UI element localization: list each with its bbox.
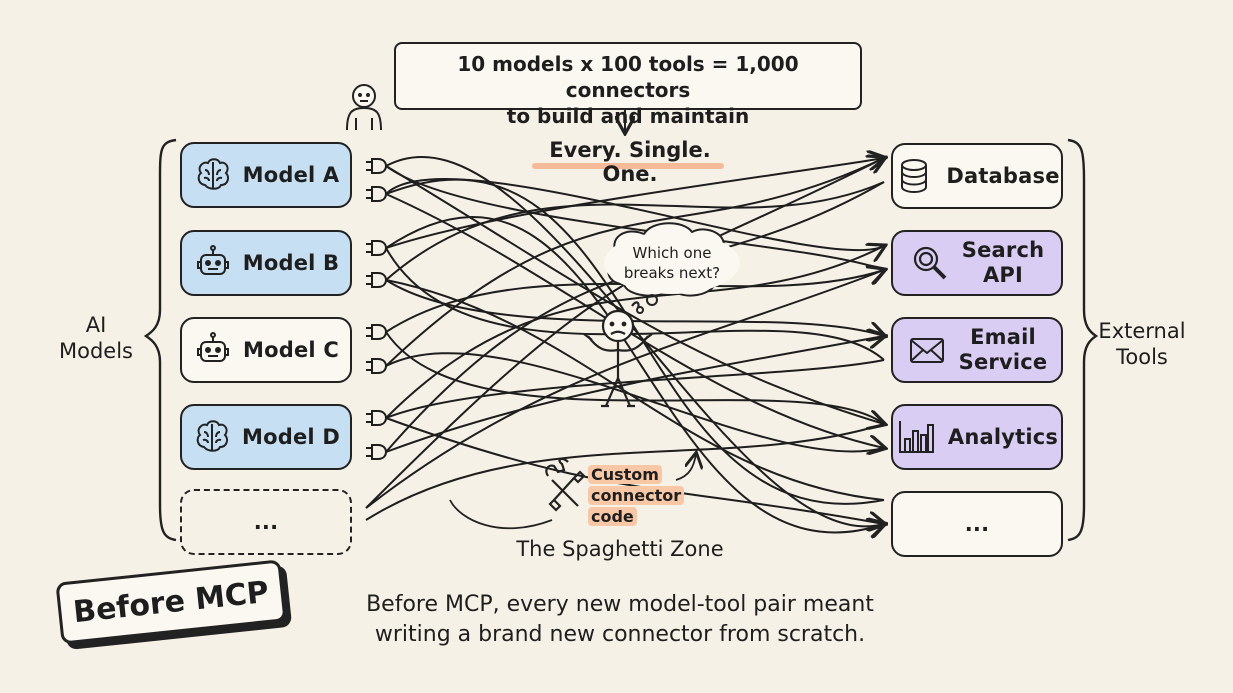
left-brace bbox=[143, 138, 177, 542]
robot-icon bbox=[193, 243, 233, 283]
model-d-box: Model D bbox=[180, 404, 352, 470]
robot-icon bbox=[193, 330, 233, 370]
custom-line-1: Custom bbox=[588, 465, 662, 484]
search-api-label-line-2: API bbox=[982, 263, 1024, 287]
footer-text: Before MCP, every new model-tool pair me… bbox=[340, 590, 900, 650]
model-b-box: Model B bbox=[180, 230, 352, 296]
custom-code-note: Custom connector code bbox=[588, 464, 688, 527]
ai-models-label: AI Models bbox=[56, 312, 136, 364]
model-c-label: Model C bbox=[243, 338, 339, 362]
more-models-box: ... bbox=[180, 489, 352, 555]
email-service-box: Email Service bbox=[891, 317, 1063, 383]
model-d-label: Model D bbox=[242, 425, 340, 449]
cost-callout: 10 models x 100 tools = 1,000 connectors… bbox=[394, 42, 862, 128]
external-tools-label: External Tools bbox=[1092, 318, 1192, 370]
connector-wire bbox=[385, 247, 885, 361]
external-tools-label-line-2: Tools bbox=[1116, 345, 1168, 369]
thought-line-1: Which one bbox=[632, 244, 712, 262]
envelope-icon bbox=[907, 330, 947, 370]
wrench-screwdriver-icon bbox=[545, 457, 586, 512]
thinking-person-icon bbox=[346, 84, 382, 131]
callout-line-2: to build and maintain bbox=[506, 104, 750, 128]
connector-wire bbox=[385, 158, 884, 367]
analytics-box: Analytics bbox=[891, 404, 1063, 470]
connector-wire bbox=[385, 331, 885, 425]
connector-wire bbox=[385, 336, 884, 453]
plug-icon bbox=[366, 240, 388, 256]
spaghetti-zone-label: The Spaghetti Zone bbox=[516, 537, 724, 561]
connector-wire bbox=[385, 178, 885, 505]
model-c-box: Model C bbox=[180, 317, 352, 383]
search-api-label-line-1: Search bbox=[961, 238, 1045, 262]
connector-wire bbox=[385, 359, 885, 419]
connector-wire bbox=[385, 178, 885, 252]
connector-wire bbox=[385, 181, 885, 281]
connector-wire bbox=[385, 417, 884, 524]
plug-icon bbox=[366, 158, 388, 174]
model-a-box: Model A bbox=[180, 142, 352, 208]
connector-wire bbox=[385, 158, 884, 249]
brain-icon bbox=[193, 155, 233, 195]
connector-wire bbox=[385, 246, 884, 419]
database-box: Database bbox=[891, 143, 1063, 209]
plug-icon bbox=[366, 444, 388, 460]
connector-wire bbox=[385, 165, 885, 271]
plug-icon bbox=[366, 410, 388, 426]
more-tools-box: ... bbox=[891, 491, 1063, 557]
analytics-label: Analytics bbox=[947, 424, 1059, 449]
search-api-label: Search API bbox=[962, 238, 1045, 288]
email-service-label: Email Service bbox=[959, 325, 1048, 375]
email-service-label-line-1: Email bbox=[970, 325, 1036, 349]
database-icon bbox=[894, 156, 934, 196]
plug-icon bbox=[366, 272, 388, 288]
email-service-label-line-2: Service bbox=[958, 350, 1048, 374]
connector-wire bbox=[385, 352, 885, 453]
confused-person-icon bbox=[583, 301, 653, 408]
model-a-label: Model A bbox=[242, 163, 340, 187]
connector-wire bbox=[385, 216, 884, 532]
thought-text: Which one breaks next? bbox=[604, 232, 740, 294]
emphasis-text: Every. Single. One. bbox=[549, 138, 711, 186]
plug-icon bbox=[366, 186, 388, 202]
footer-line-1: Before MCP, every new model-tool pair me… bbox=[366, 592, 874, 617]
callout-line-1: 10 models x 100 tools = 1,000 connectors bbox=[457, 52, 799, 102]
external-tools-label-line-1: External bbox=[1098, 319, 1186, 343]
custom-line-3: code bbox=[588, 507, 637, 526]
magnifier-icon bbox=[910, 243, 950, 283]
thought-line-2: breaks next? bbox=[623, 264, 721, 282]
connector-wire bbox=[385, 165, 884, 424]
connector-wire bbox=[385, 193, 884, 448]
more-models-label: ... bbox=[253, 510, 279, 534]
right-brace bbox=[1067, 138, 1099, 542]
plug-icon bbox=[366, 358, 388, 374]
ai-models-label-line-1: AI bbox=[85, 313, 107, 337]
ai-models-label-line-2: Models bbox=[59, 339, 133, 363]
connector-wire bbox=[365, 423, 885, 521]
connector-wire bbox=[365, 270, 884, 509]
database-label: Database bbox=[946, 163, 1060, 188]
connector-wire bbox=[385, 279, 885, 501]
bar-chart-icon bbox=[896, 417, 936, 457]
more-tools-label: ... bbox=[964, 511, 990, 536]
search-api-box: Search API bbox=[891, 230, 1063, 296]
model-b-label: Model B bbox=[242, 251, 340, 275]
emphasis-highlight bbox=[532, 163, 724, 169]
brain-icon bbox=[192, 417, 232, 457]
footer-line-2: writing a brand new connector from scrat… bbox=[374, 622, 866, 647]
plug-icon bbox=[366, 324, 388, 340]
custom-line-2: connector bbox=[588, 486, 685, 505]
connector-wire bbox=[385, 279, 884, 336]
